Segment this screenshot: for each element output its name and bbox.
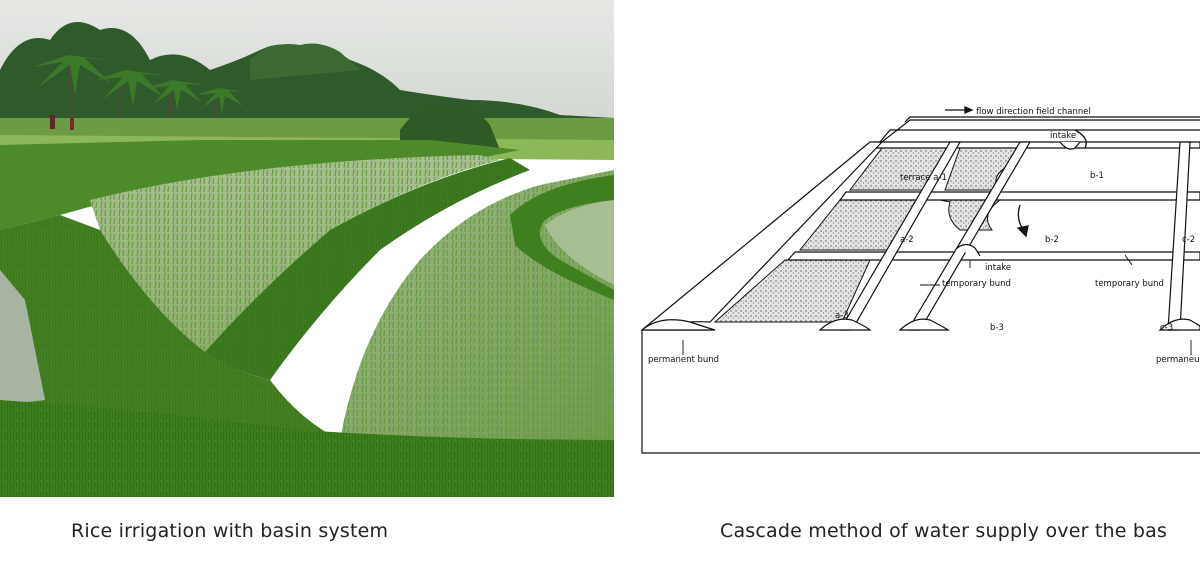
right-caption: Cascade method of water supply over the …	[720, 520, 1168, 542]
cascade-basin-diagram: flow direction field channel intake terr…	[620, 90, 1200, 470]
temporary-bund-right-label: temporary bund	[1095, 279, 1164, 289]
a3-label: a-3	[835, 311, 849, 321]
b2-label: b-2	[1045, 235, 1059, 245]
intake-top-label: intake	[1050, 131, 1076, 141]
a2-label: a-2	[900, 235, 914, 245]
intake-mid-label: intake	[985, 263, 1011, 273]
left-caption: Rice irrigation with basin system	[71, 520, 389, 542]
temporary-bund-left-label: temporary bund	[942, 279, 1011, 289]
permanent-bund-left-label: permanent bund	[648, 355, 719, 365]
b1-label: b-1	[1090, 171, 1104, 181]
c3-label: c-3	[1160, 323, 1173, 333]
rice-terrace-photo	[0, 0, 614, 497]
c2-label: c-2	[1182, 235, 1195, 245]
b3-label: b-3	[990, 323, 1004, 333]
permanent-bund-right-label: permaneu	[1156, 355, 1199, 365]
flow-direction-label: flow direction field channel	[976, 107, 1091, 117]
terrace-a1-label: terrace a-1	[900, 173, 947, 183]
